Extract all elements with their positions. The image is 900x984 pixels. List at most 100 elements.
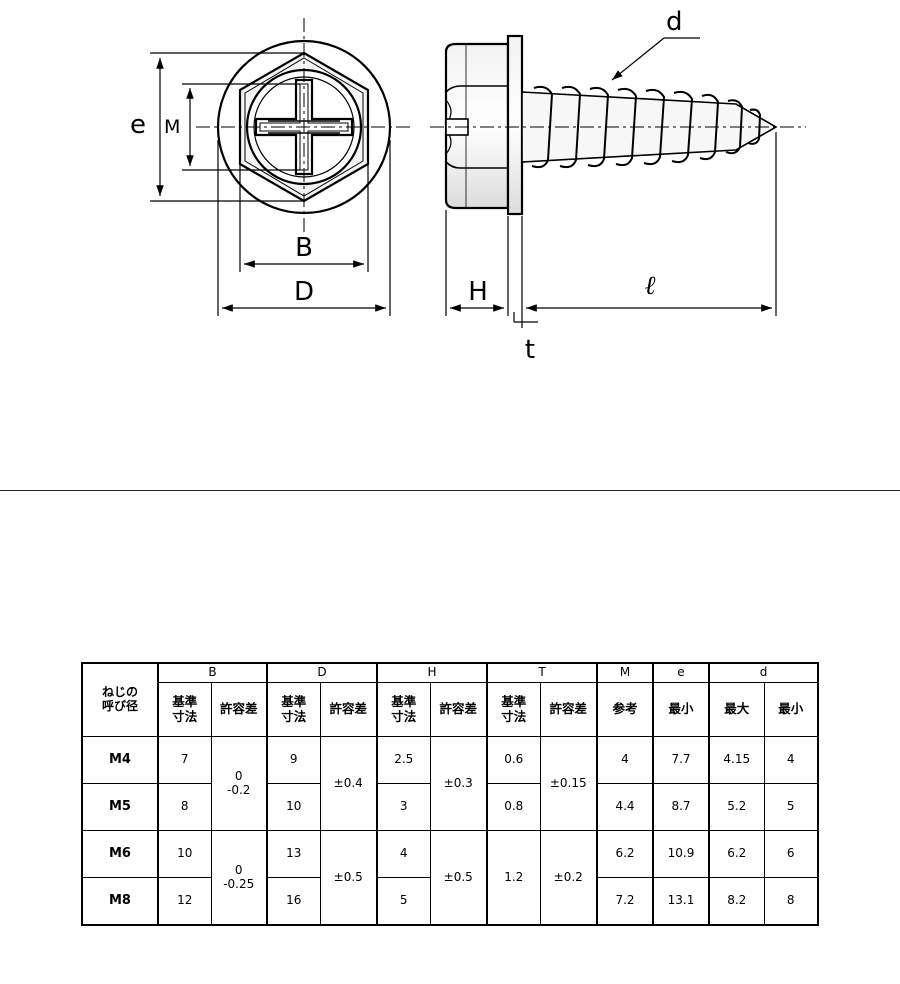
dd-maximum-header: 最大 bbox=[708, 682, 765, 737]
dimension-spec-table: ねじの 呼び径 B D H T M e d 基準寸法 許容差 基準寸法 許容差 … bbox=[81, 662, 819, 926]
e-dimension bbox=[150, 52, 304, 202]
nominal-size-header: ねじの 呼び径 bbox=[81, 662, 159, 737]
t-tolerance-small: ±0.15 bbox=[539, 736, 598, 831]
t-basic-l2: 寸法 bbox=[501, 708, 527, 724]
d-thread-label: d bbox=[666, 7, 683, 37]
section-divider bbox=[0, 490, 900, 491]
t-value: 1.2 bbox=[486, 830, 541, 926]
b-basic-l2: 寸法 bbox=[172, 708, 198, 724]
h-dimension bbox=[445, 210, 509, 316]
group-header-b: B bbox=[157, 662, 268, 683]
t-label: t bbox=[525, 335, 535, 365]
nominal-size-header-line1: ねじの bbox=[101, 685, 138, 700]
t-basic-header: 基準寸法 bbox=[486, 682, 541, 737]
e-value: 13.1 bbox=[652, 877, 710, 926]
m-value: 4 bbox=[596, 736, 654, 784]
b-tolerance-small: 0-0.2 bbox=[210, 736, 268, 831]
group-header-t: T bbox=[486, 662, 598, 683]
h-tolerance-header: 許容差 bbox=[429, 682, 488, 737]
dd-min-value: 4 bbox=[763, 736, 819, 784]
b-label: B bbox=[295, 233, 313, 263]
table-row: M8 12 16 5 7.2 13.1 8.2 8 bbox=[81, 877, 819, 926]
dd-min-value: 5 bbox=[763, 783, 819, 831]
b-tolerance-large: 0-0.25 bbox=[210, 830, 268, 926]
dd-max-value: 6.2 bbox=[708, 830, 765, 878]
d-tolerance-large: ±0.5 bbox=[319, 830, 378, 926]
group-header-h: H bbox=[376, 662, 488, 683]
d-thread-leader bbox=[611, 37, 700, 81]
t-dimension bbox=[513, 312, 538, 323]
group-header-d: D bbox=[266, 662, 378, 683]
t-tolerance-large: ±0.2 bbox=[539, 830, 598, 926]
d-basic-l1: 基準 bbox=[281, 694, 307, 710]
e-label: e bbox=[130, 110, 146, 140]
h-value: 2.5 bbox=[376, 736, 431, 784]
table-row: M5 8 10 3 0.8 4.4 8.7 5.2 5 bbox=[81, 783, 819, 831]
d-tolerance-header: 許容差 bbox=[319, 682, 378, 737]
h-tolerance-large: ±0.5 bbox=[429, 830, 488, 926]
b-tol-large-upper: 0 bbox=[234, 862, 243, 877]
m-value: 7.2 bbox=[596, 877, 654, 926]
e-value: 7.7 bbox=[652, 736, 710, 784]
b-basic-header: 基準寸法 bbox=[157, 682, 212, 737]
h-basic-l1: 基準 bbox=[391, 694, 417, 710]
dd-max-value: 5.2 bbox=[708, 783, 765, 831]
b-value: 7 bbox=[157, 736, 212, 784]
head-top-view bbox=[196, 18, 412, 236]
e-value: 10.9 bbox=[652, 830, 710, 878]
m-label: M bbox=[164, 116, 180, 138]
d-value: 16 bbox=[266, 877, 321, 926]
t-tolerance-header: 許容差 bbox=[539, 682, 598, 737]
m-dimension bbox=[182, 83, 300, 171]
d-value: 10 bbox=[266, 783, 321, 831]
d-flange-dimension bbox=[217, 140, 391, 316]
d-basic-l2: 寸法 bbox=[281, 708, 307, 724]
h-basic-header: 基準寸法 bbox=[376, 682, 431, 737]
t-value: 0.6 bbox=[486, 736, 541, 784]
length-label: ℓ bbox=[645, 271, 656, 301]
d-value: 9 bbox=[266, 736, 321, 784]
size-cell: M6 bbox=[81, 830, 159, 878]
b-tol-small-lower: -0.2 bbox=[227, 782, 251, 797]
size-cell: M5 bbox=[81, 783, 159, 831]
h-value: 3 bbox=[376, 783, 431, 831]
b-tolerance-header: 許容差 bbox=[210, 682, 268, 737]
h-value: 5 bbox=[376, 877, 431, 926]
t-value: 0.8 bbox=[486, 783, 541, 831]
e-minimum-header: 最小 bbox=[652, 682, 710, 737]
d-value: 13 bbox=[266, 830, 321, 878]
t-basic-l1: 基準 bbox=[501, 694, 527, 710]
m-value: 6.2 bbox=[596, 830, 654, 878]
size-cell: M4 bbox=[81, 736, 159, 784]
d-flange-label: D bbox=[294, 277, 314, 307]
nominal-size-header-line2: 呼び径 bbox=[101, 699, 138, 713]
screw-side-view bbox=[430, 34, 806, 216]
d-tolerance-small: ±0.4 bbox=[319, 736, 378, 831]
h-basic-l2: 寸法 bbox=[391, 708, 417, 724]
group-header-dd: d bbox=[708, 662, 819, 683]
table-row: M4 7 0-0.2 9 ±0.4 2.5 ±0.3 0.6 ±0.15 4 7… bbox=[81, 736, 819, 831]
table-row: M6 10 0-0.25 13 ±0.5 4 ±0.5 1.2 ±0.2 6.2… bbox=[81, 830, 819, 926]
dd-min-value: 6 bbox=[763, 830, 819, 878]
b-value: 8 bbox=[157, 783, 212, 831]
d-basic-header: 基準寸法 bbox=[266, 682, 321, 737]
dd-max-value: 4.15 bbox=[708, 736, 765, 784]
h-tolerance-small: ±0.3 bbox=[429, 736, 488, 831]
length-dimension bbox=[521, 132, 777, 328]
dd-min-value: 8 bbox=[763, 877, 819, 926]
dd-minimum-header: 最小 bbox=[763, 682, 819, 737]
size-cell: M8 bbox=[81, 877, 159, 926]
b-dimension bbox=[239, 164, 369, 272]
b-tol-small-upper: 0 bbox=[234, 768, 243, 783]
b-value: 10 bbox=[157, 830, 212, 878]
h-label: H bbox=[468, 277, 488, 307]
h-value: 4 bbox=[376, 830, 431, 878]
e-value: 8.7 bbox=[652, 783, 710, 831]
group-header-m: M bbox=[596, 662, 654, 683]
dd-max-value: 8.2 bbox=[708, 877, 765, 926]
group-header-e: e bbox=[652, 662, 710, 683]
m-value: 4.4 bbox=[596, 783, 654, 831]
m-reference-header: 参考 bbox=[596, 682, 654, 737]
b-tol-large-lower: -0.25 bbox=[223, 876, 255, 891]
b-basic-l1: 基準 bbox=[172, 694, 198, 710]
